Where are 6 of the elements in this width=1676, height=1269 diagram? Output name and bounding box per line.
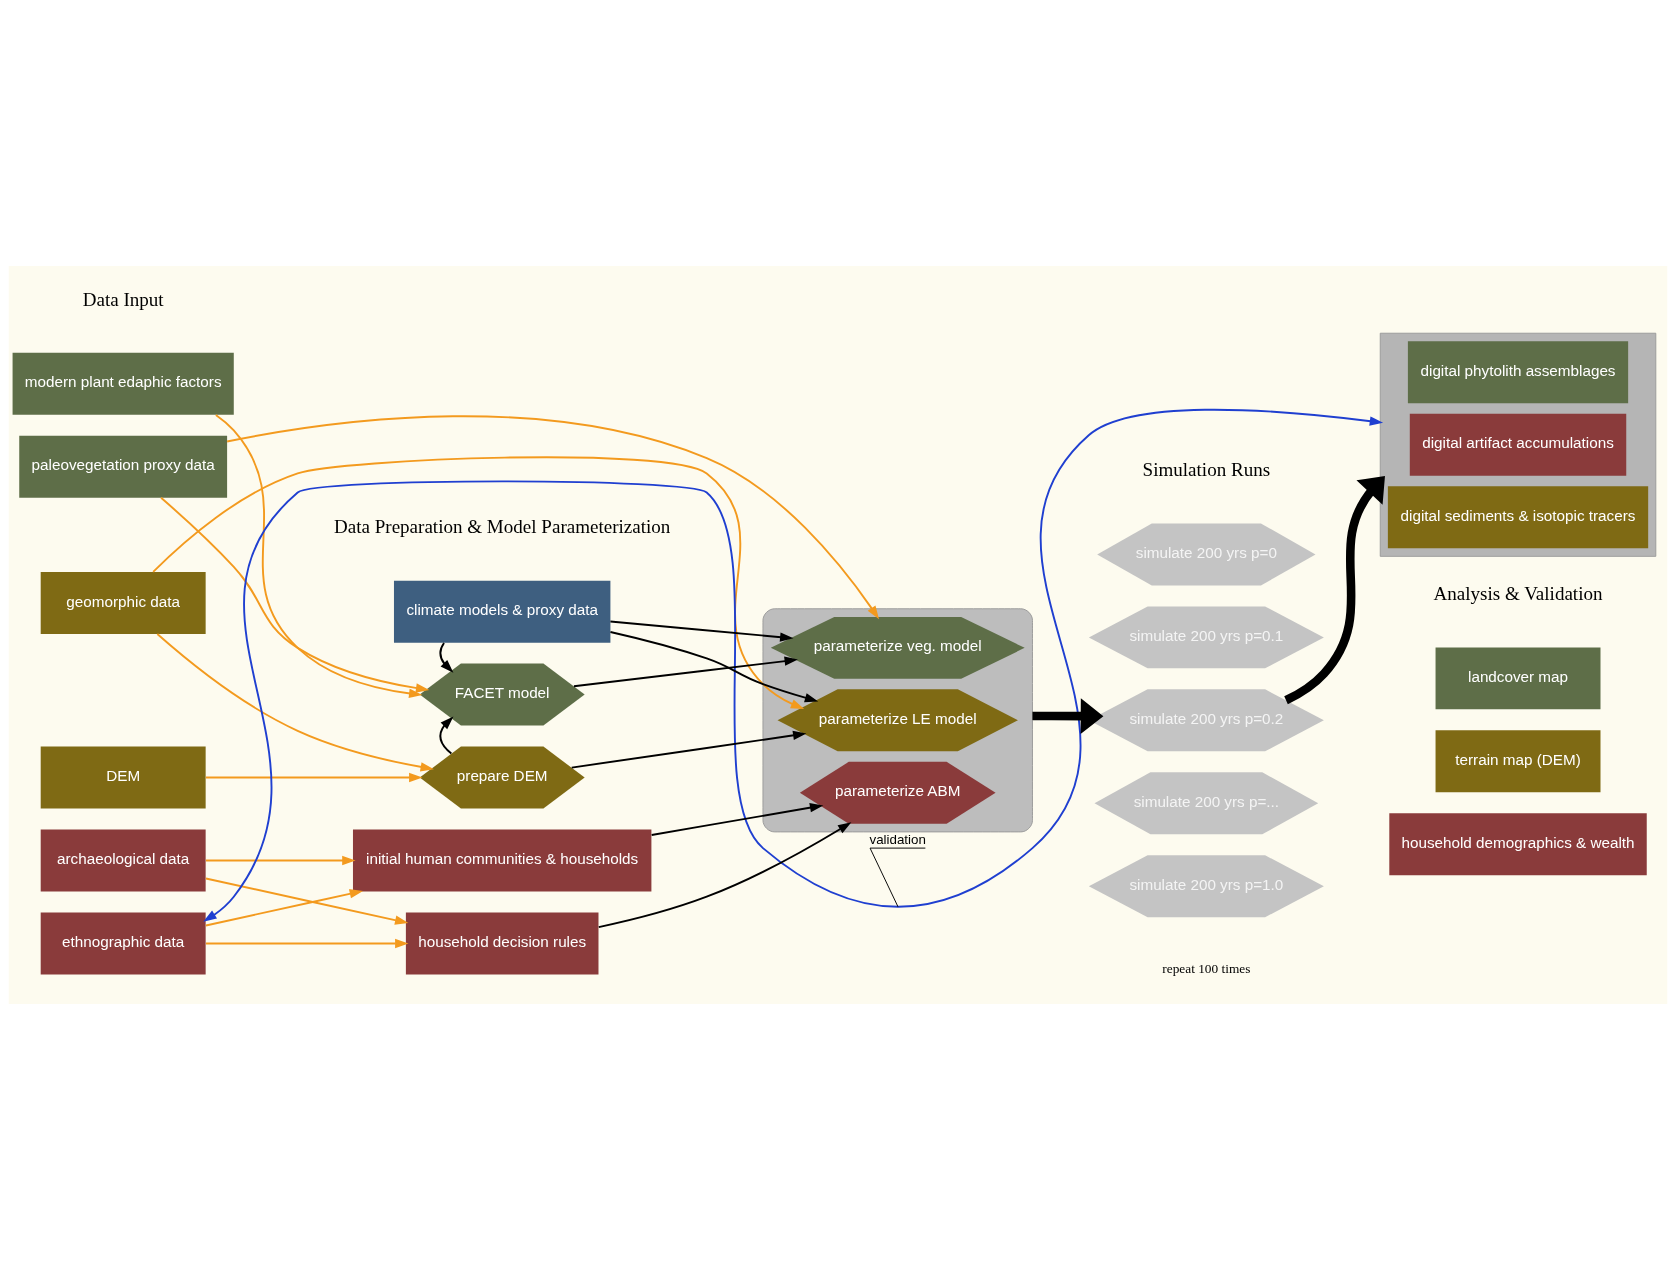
- label: Analysis & Validation: [1433, 582, 1603, 604]
- label: repeat 100 times: [1162, 960, 1251, 976]
- label: Data Preparation & Model Parameterization: [334, 515, 671, 537]
- edge-label: validation: [869, 831, 926, 847]
- label: Data Input: [82, 288, 164, 310]
- label: Simulation Runs: [1142, 458, 1271, 480]
